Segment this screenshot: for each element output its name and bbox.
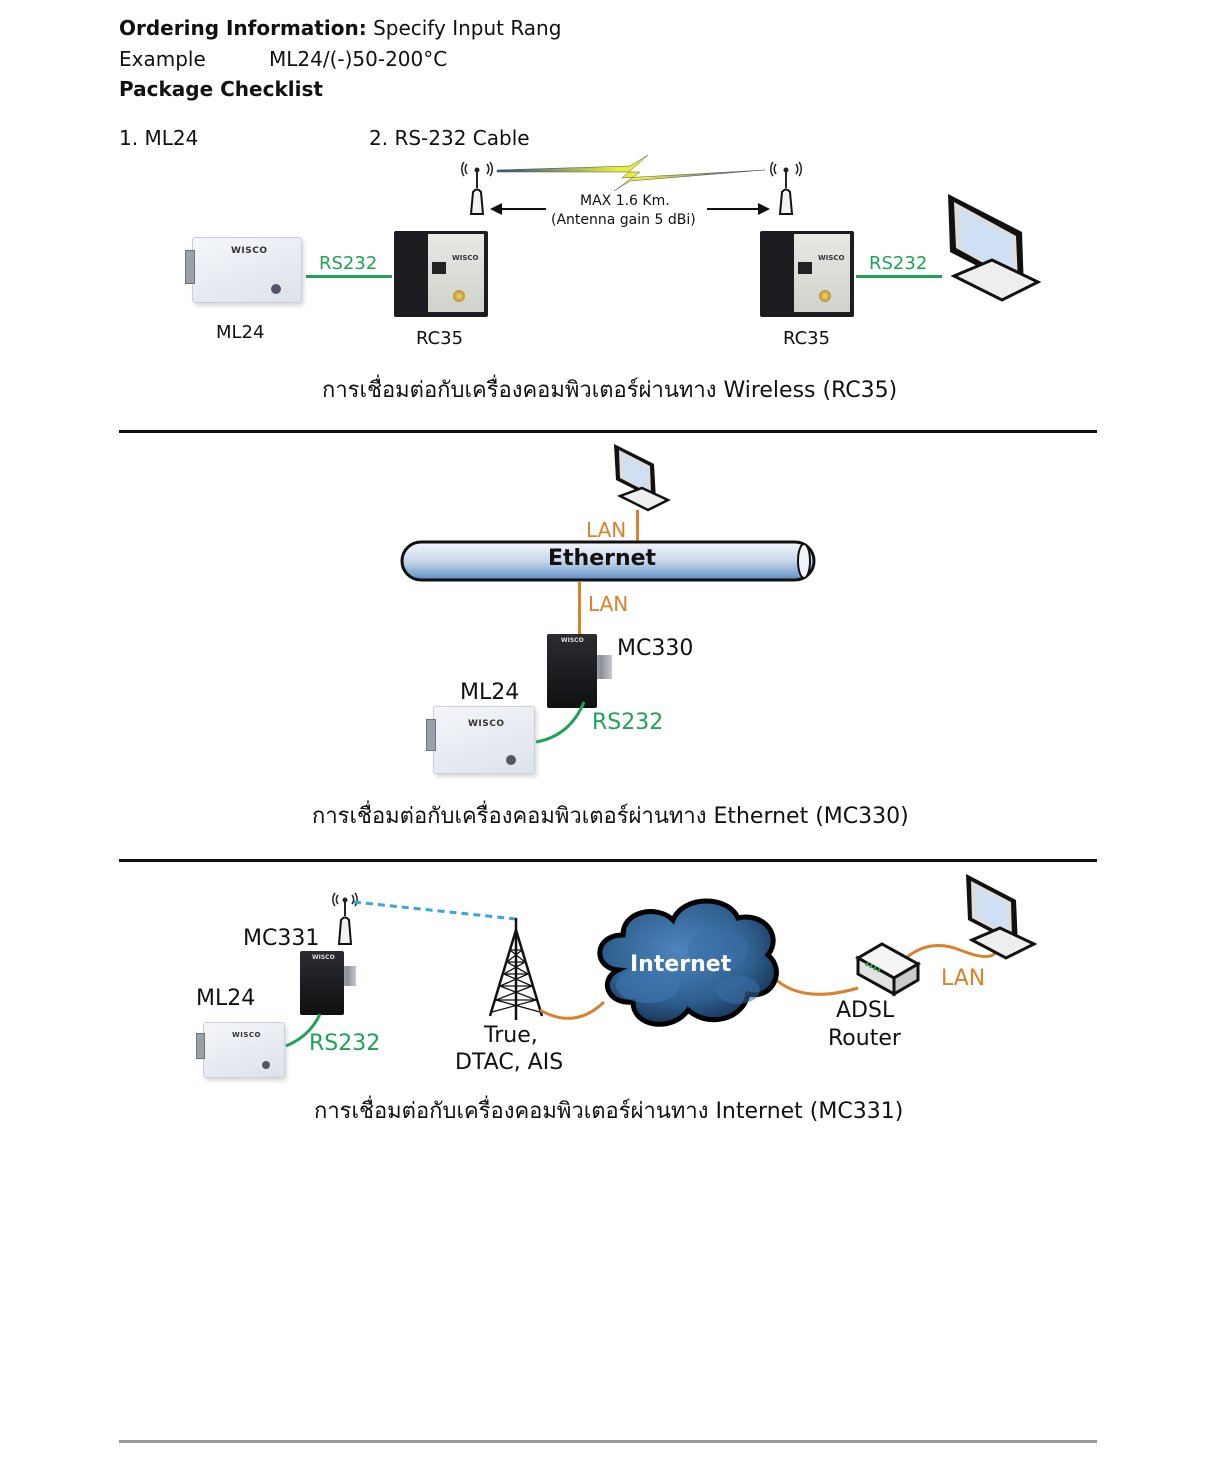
ml24-device-image: WISCO — [203, 1022, 285, 1078]
label-ml24: ML24 — [216, 322, 264, 343]
caption-ethernet: การเชื่อมต่อกับเครื่องคอมพิวเตอร์ผ่านทาง… — [312, 798, 909, 833]
ml24-device-image: WISCO — [433, 706, 535, 774]
rs232-label: RS232 — [869, 253, 927, 274]
lan-label: LAN — [941, 966, 985, 991]
router-label-line1: ADSL — [836, 998, 894, 1023]
wireless-distance: MAX 1.6 Km. — [580, 193, 670, 209]
label-rc35-right: RC35 — [783, 328, 830, 349]
mc330-device-image: WISCO — [547, 634, 597, 708]
rs232-cable-line — [306, 275, 392, 278]
mc331-device-image: WISCO — [300, 951, 344, 1015]
adsl-router-icon — [854, 940, 924, 1000]
lan-label-bottom: LAN — [588, 592, 628, 616]
internet-cloud-label: Internet — [630, 952, 731, 977]
section-divider — [119, 430, 1097, 433]
rs232-label: RS232 — [319, 253, 377, 274]
computer-monitor-icon — [612, 442, 672, 512]
lan-cable-line — [578, 582, 581, 638]
lan-label-top: LAN — [586, 518, 626, 542]
ml24-device-image: WISCO — [192, 237, 302, 303]
lan-cable-line — [636, 510, 639, 544]
label-mc330: MC330 — [617, 636, 693, 661]
caption-internet: การเชื่อมต่อกับเครื่องคอมพิวเตอร์ผ่านทาง… — [314, 1093, 903, 1128]
section-divider — [119, 859, 1097, 862]
ethernet-bus-label: Ethernet — [548, 546, 656, 571]
rs232-label: RS232 — [592, 710, 663, 735]
rc35-device-image: WISCO — [394, 231, 488, 317]
computer-monitor-icon — [962, 872, 1042, 962]
carrier-label-line1: True, — [484, 1023, 538, 1048]
carrier-label-line2: DTAC, AIS — [455, 1050, 563, 1075]
label-ml24: ML24 — [460, 680, 519, 705]
caption-wireless: การเชื่อมต่อกับเครื่องคอมพิวเตอร์ผ่านทาง… — [322, 372, 897, 407]
antenna-icon — [330, 892, 360, 948]
cell-tower-icon — [486, 916, 546, 1026]
label-mc331: MC331 — [243, 926, 319, 951]
label-rc35-left: RC35 — [416, 328, 463, 349]
footer-divider — [119, 1440, 1097, 1443]
rc35-device-image: WISCO — [760, 231, 854, 317]
computer-monitor-icon — [942, 190, 1042, 310]
rs232-label: RS232 — [309, 1031, 380, 1056]
router-label-line2: Router — [828, 1026, 901, 1051]
label-ml24: ML24 — [196, 986, 255, 1011]
wireless-antenna-gain: (Antenna gain 5 dBi) — [551, 212, 696, 228]
rs232-cable-line — [856, 275, 942, 278]
